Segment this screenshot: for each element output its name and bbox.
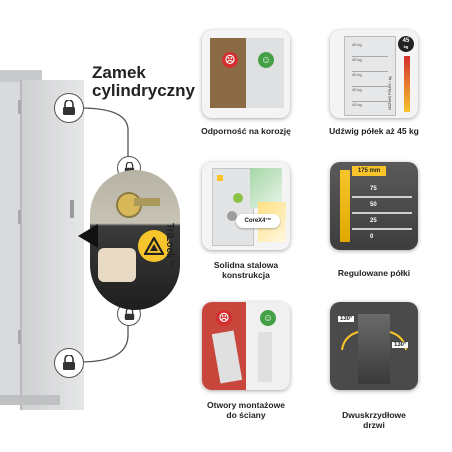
- cabinet-base: [0, 395, 60, 405]
- padlock-icon: [54, 93, 84, 123]
- caption-line1: Dwuskrzydłowe: [342, 410, 406, 420]
- trilock-label: TriLock™: [164, 223, 175, 269]
- shelf-line: [352, 196, 412, 198]
- caption-line2: do ściany: [226, 410, 266, 420]
- shelf-label: 45 kg: [352, 57, 388, 72]
- height-arrow: [340, 170, 350, 242]
- headline: Zamek cylindryczny: [92, 64, 195, 100]
- shelf-label: 45 kg: [352, 42, 388, 57]
- level-label: 50: [370, 202, 377, 208]
- tile-caption: Otwory montażowe do ściany: [186, 400, 306, 420]
- lock-closeup-photo: [90, 170, 180, 310]
- trilock-logo-icon: [138, 230, 170, 262]
- mounted-cabinet: [258, 332, 272, 382]
- door-latch: [70, 200, 74, 218]
- corex4-badge: CoreX4™: [236, 214, 280, 228]
- headline-line2: cylindryczny: [92, 81, 195, 100]
- cabinet-hinge: [18, 100, 21, 114]
- tile-corrosion: ☹ ☺: [202, 30, 290, 118]
- tile-caption: Regulowane półki: [337, 268, 411, 278]
- door-angle-right: 130°: [392, 342, 409, 348]
- tile-shelf-load: 45 kg 45 kg 45 kg 45 kg 45 kg 45 kg UDŹW…: [330, 30, 418, 118]
- padlock-icon: [54, 348, 84, 378]
- headline-line1: Zamek: [92, 63, 146, 82]
- shelf-line: [352, 212, 412, 214]
- hand: [98, 248, 136, 282]
- tile-adjustable-shelves: 175 mm 75 50 25 0: [330, 162, 418, 250]
- clean-shelf: [246, 38, 284, 108]
- tile-double-doors: 130° 130°: [330, 302, 418, 390]
- layer-icon: [227, 211, 237, 221]
- rusted-shelf: [210, 38, 250, 108]
- level-label: 75: [370, 186, 377, 192]
- pointer-chevron-icon: [78, 224, 98, 248]
- level-label-top: 175 mm: [352, 166, 386, 176]
- layer-icon: [233, 193, 243, 203]
- load-badge: 45 kg: [398, 36, 414, 52]
- cabinet-hinge: [18, 330, 21, 344]
- cabinet-hinge: [18, 210, 21, 224]
- key: [134, 198, 160, 206]
- happy-face-icon: ☺: [258, 52, 274, 68]
- load-badge-unit: kg: [403, 44, 409, 49]
- tile-wall-mounting: ☹ ☺: [202, 302, 290, 390]
- level-label: 25: [370, 218, 377, 224]
- caption-line2: drzwi: [363, 420, 385, 430]
- sad-face-icon: ☹: [216, 310, 232, 326]
- sad-face-icon: ☹: [222, 52, 238, 68]
- load-scale-bar: [404, 56, 410, 112]
- shelf-line: [352, 228, 412, 230]
- door-angle-left: 130°: [338, 316, 355, 322]
- shelf-labels: 45 kg 45 kg 45 kg 45 kg 45 kg: [352, 42, 388, 112]
- shelf-label: 45 kg: [352, 102, 362, 107]
- tile-caption: Solidna stalowa konstrukcja: [186, 260, 306, 280]
- caption-line2: konstrukcja: [222, 270, 270, 280]
- caption-line1: Otwory montażowe: [207, 400, 285, 410]
- load-scale-label: UDŹWIG PÓŁEK / kg: [388, 76, 392, 110]
- cabinet-interior: [358, 314, 390, 384]
- happy-face-icon: ☺: [260, 310, 276, 326]
- tile-caption: Udźwig półek aż 45 kg: [329, 126, 419, 136]
- steel-panel: [212, 168, 254, 246]
- caption-line1: Solidna stalowa: [213, 260, 279, 270]
- shelf-label: 45 kg: [352, 87, 388, 102]
- level-label: 0: [370, 234, 374, 240]
- load-badge-value: 45: [402, 38, 410, 44]
- tile-caption: Odporność na korozję: [201, 126, 291, 136]
- layer-icon: [217, 175, 223, 181]
- panel-layer-green: [250, 168, 282, 208]
- corex4-label: CoreX4™: [244, 218, 272, 224]
- tile-caption: Dwuskrzydłowe drzwi: [314, 410, 434, 430]
- tile-steel-construction: CoreX4™: [202, 162, 290, 250]
- shelf-label: 45 kg: [352, 72, 388, 87]
- cabinet-illustration: [344, 36, 396, 116]
- cabinet-top: [0, 70, 42, 82]
